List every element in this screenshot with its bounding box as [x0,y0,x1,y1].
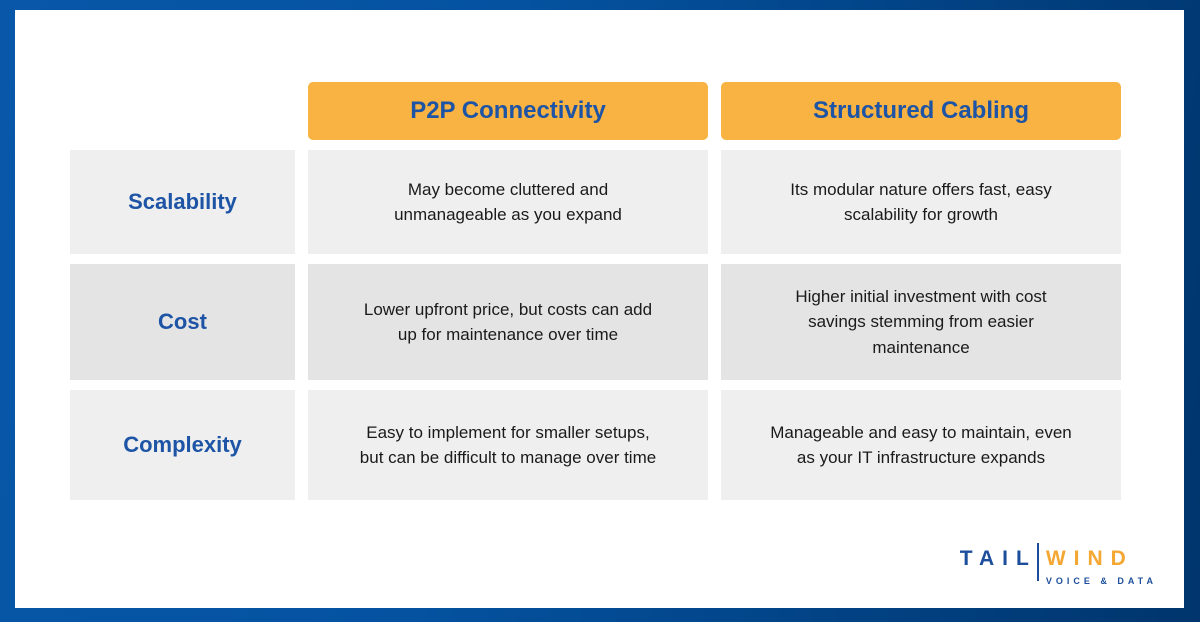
column-header-p2p: P2P Connectivity [308,82,708,140]
column-header-p2p-label: P2P Connectivity [410,97,606,124]
logo-word-wind: WIND [1045,547,1134,570]
cell-complexity-structured: Manageable and easy to maintain, even as… [721,390,1121,500]
row-label-scalability-text: Scalability [128,189,237,214]
logo-right-block: WIND VOICE & DATA [1046,543,1157,586]
cell-complexity-p2p: Easy to implement for smaller setups, bu… [308,390,708,500]
cell-cost-p2p: Lower upfront price, but costs can add u… [308,264,708,380]
cell-scalability-structured: Its modular nature offers fast, easy sca… [721,150,1121,254]
cell-cost-p2p-text: Lower upfront price, but costs can add u… [363,299,653,345]
cell-complexity-p2p-text: Easy to implement for smaller setups, bu… [359,422,657,468]
logo-divider [1036,543,1039,581]
column-header-structured: Structured Cabling [721,82,1121,140]
cell-complexity-structured-text: Manageable and easy to maintain, even as… [770,422,1072,468]
comparison-table: P2P Connectivity Structured Cabling Scal… [70,82,1121,500]
header-spacer-cell [70,82,295,140]
cell-scalability-p2p: May become cluttered and unmanageable as… [308,150,708,254]
cell-scalability-p2p-text: May become cluttered and unmanageable as… [394,179,622,225]
cell-cost-structured-text: Higher initial investment with cost savi… [795,286,1047,357]
logo-word-tail: TAIL [959,547,1037,570]
row-label-cost-text: Cost [158,309,207,334]
row-label-cost: Cost [70,264,295,380]
cell-scalability-structured-text: Its modular nature offers fast, easy sca… [790,179,1052,225]
row-label-complexity-text: Complexity [123,432,242,457]
column-header-structured-label: Structured Cabling [812,97,1029,124]
content-canvas: P2P Connectivity Structured Cabling Scal… [15,10,1184,608]
row-label-scalability: Scalability [70,150,295,254]
row-label-complexity: Complexity [70,390,295,500]
tailwind-logo: TAIL WIND VOICE & DATA [960,543,1157,586]
cell-cost-structured: Higher initial investment with cost savi… [721,264,1121,380]
logo-tagline: VOICE & DATA [1045,576,1157,586]
